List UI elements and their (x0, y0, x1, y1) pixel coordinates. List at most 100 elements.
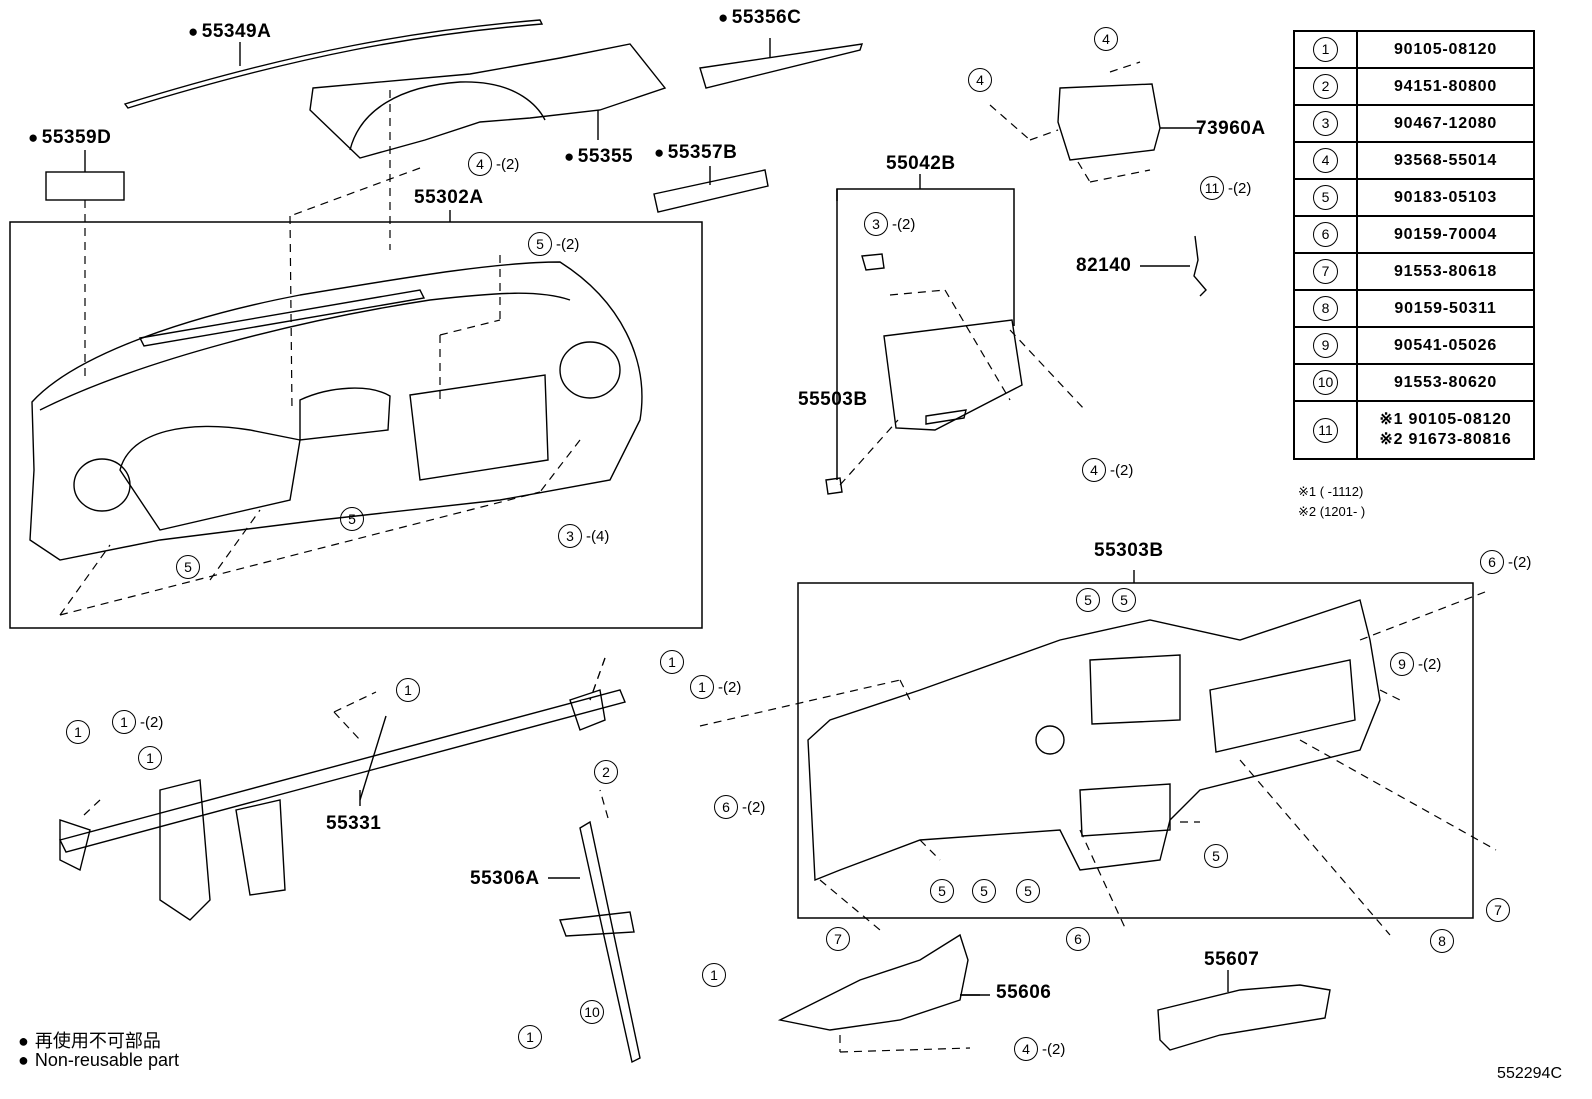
part-55355-shape (309, 43, 667, 159)
callout-4: 4 (1094, 27, 1118, 51)
callout-number: 6 (1480, 550, 1504, 574)
row-number: 5 (1313, 185, 1338, 210)
part-number: 94151-80800 (1356, 67, 1535, 106)
callout-8: 8 (1430, 929, 1454, 953)
part-number: 90159-50311 (1356, 289, 1535, 328)
callout-number: 4 (468, 152, 492, 176)
callout-3-qty2: 3-(2) (864, 212, 915, 236)
row-number: 2 (1313, 74, 1338, 99)
callout-5: 5 (930, 879, 954, 903)
callout-number: 5 (1076, 588, 1100, 612)
callout-6-qty2: 6-(2) (1480, 550, 1531, 574)
callout-number: 5 (340, 507, 364, 531)
callout-3-qty4: 3-(4) (558, 524, 609, 548)
callout-11-qty2: 11-(2) (1200, 176, 1251, 200)
callout-1: 1 (396, 678, 420, 702)
date-note-2: ※2 (1201- ) (1298, 504, 1366, 519)
part-label-55607: 55607 (1204, 949, 1260, 970)
part-55303B-shape (807, 599, 1381, 882)
part-55357B-shape (653, 169, 769, 213)
callout-number: 3 (864, 212, 888, 236)
callout-1: 1 (66, 720, 90, 744)
callout-number: 7 (1486, 898, 1510, 922)
part-label-73960A: 73960A (1196, 118, 1266, 139)
row-number: 8 (1313, 296, 1338, 321)
callout-number: 1 (702, 963, 726, 987)
callout-number: 6 (714, 795, 738, 819)
part-number: 90159-70004 (1356, 215, 1535, 254)
part-number: 90105-08120 (1356, 30, 1535, 69)
table-row: 1 90105-08120 (1293, 30, 1535, 69)
callout-1: 1 (660, 650, 684, 674)
callout-qty: -(2) (1228, 179, 1252, 197)
part-number: 91553-80620 (1356, 363, 1535, 402)
callout-number: 5 (1016, 879, 1040, 903)
callout-qty: -(2) (718, 678, 742, 696)
callout-number: 9 (1390, 652, 1414, 676)
callout-qty: -(4) (586, 527, 610, 545)
callout-1-qty2: 1-(2) (690, 675, 741, 699)
callout-qty: -(2) (1042, 1040, 1066, 1058)
callout-number: 5 (528, 232, 552, 256)
part-55607-shape (1157, 984, 1331, 1051)
part-label-82140: 82140 (1076, 255, 1132, 276)
part-label-55357B: 55357B (654, 143, 737, 162)
part-number: 90467-12080 (1356, 104, 1535, 143)
callout-7: 7 (1486, 898, 1510, 922)
part-label-55606: 55606 (996, 982, 1052, 1003)
part-label-55042B: 55042B (886, 153, 956, 174)
callout-qty: -(2) (1418, 655, 1442, 673)
callout-number: 6 (1066, 927, 1090, 951)
part-55355-contour (349, 81, 546, 151)
figure-code: 552294C (1497, 1065, 1562, 1082)
callout-1: 1 (518, 1025, 542, 1049)
callout-qty: -(2) (892, 215, 916, 233)
callout-number: 1 (66, 720, 90, 744)
frame-55302A (9, 221, 703, 629)
callout-number: 1 (518, 1025, 542, 1049)
callout-1-qty2: 1-(2) (112, 710, 163, 734)
row-number: 7 (1313, 259, 1338, 284)
row-number: 11 (1313, 417, 1338, 443)
part-label-55306A: 55306A (470, 868, 540, 889)
part-label-55355: 55355 (564, 147, 633, 166)
table-row: 2 94151-80800 (1293, 67, 1535, 106)
callout-5: 5 (1076, 588, 1100, 612)
callout-5: 5 (340, 507, 364, 531)
callout-number: 3 (558, 524, 582, 548)
callout-5: 5 (972, 879, 996, 903)
table-row: 8 90159-50311 (1293, 289, 1535, 328)
callout-number: 4 (1094, 27, 1118, 51)
part-55331-shape (58, 689, 626, 853)
callout-qty: -(2) (742, 798, 766, 816)
row-number: 10 (1313, 370, 1338, 395)
legend-non-reusable-jp: 再使用不可部品 (18, 1027, 161, 1053)
part-number-variant-1: ※1 90105-08120 (1379, 411, 1512, 428)
part-82140-shape (1193, 235, 1207, 297)
callout-9-qty2: 9-(2) (1390, 652, 1441, 676)
table-row: 11 ※1 90105-08120 ※2 91673-80816 (1293, 400, 1535, 460)
part-55349A-shape (123, 19, 544, 109)
callout-number: 1 (112, 710, 136, 734)
callout-number: 1 (396, 678, 420, 702)
part-label-55331: 55331 (326, 813, 382, 834)
part-55356C-shape (699, 43, 864, 89)
row-number: 6 (1313, 222, 1338, 247)
row-number: 1 (1313, 37, 1338, 62)
part-label-55349A: 55349A (188, 22, 271, 41)
frame-55303B (797, 582, 1474, 919)
callout-number: 10 (580, 1000, 604, 1024)
callout-number: 8 (1430, 929, 1454, 953)
row-number: 9 (1313, 333, 1338, 358)
callout-number: 1 (660, 650, 684, 674)
row-number: 4 (1313, 148, 1338, 173)
callout-number: 5 (1112, 588, 1136, 612)
callout-number: 5 (972, 879, 996, 903)
callout-4-qty2: 4-(2) (1014, 1037, 1065, 1061)
part-55503B-shape (883, 319, 1023, 431)
